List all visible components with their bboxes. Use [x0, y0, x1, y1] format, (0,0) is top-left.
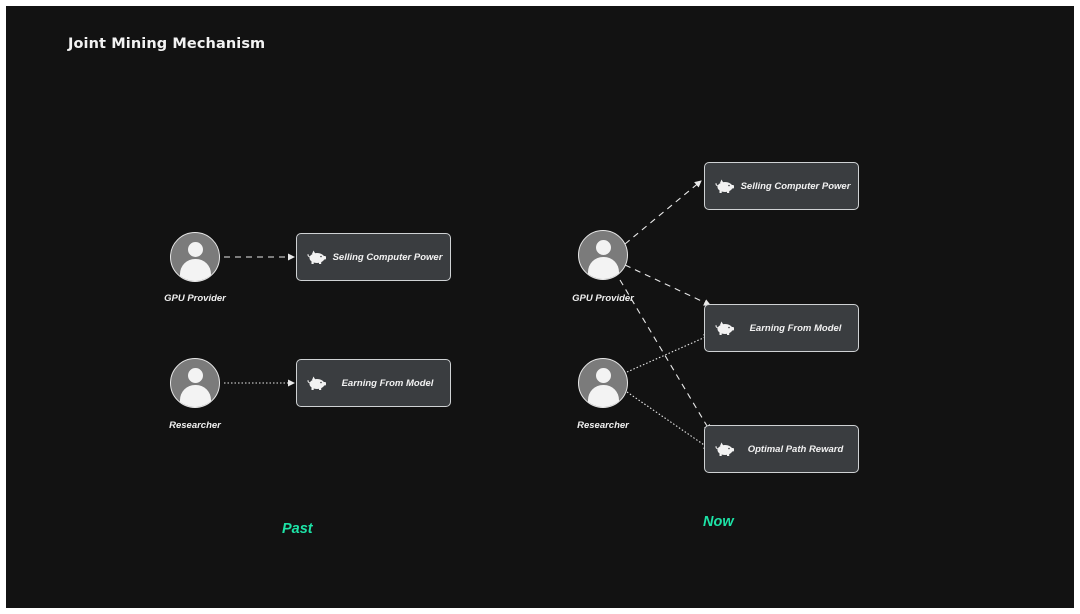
diagram-title: Joint Mining Mechanism [68, 36, 266, 52]
now-gpu-to-selling-arrow [624, 180, 702, 245]
past-label: Past [282, 521, 313, 537]
now-selling-computer-power-box: Selling Computer Power [704, 162, 859, 210]
diagram-canvas: Joint Mining Mechanism GPU Provider Rese… [6, 6, 1074, 608]
now-researcher-avatar-icon [578, 358, 628, 408]
past-gpu-provider-label: GPU Provider [164, 293, 226, 304]
piggy-bank-icon [715, 179, 734, 193]
connector-layer [224, 180, 711, 450]
now-researcher-to-earning-arrow [626, 334, 711, 373]
past-earning-from-model-label: Earning From Model [341, 377, 434, 389]
past-researcher-avatar-icon [170, 358, 220, 408]
piggy-bank-icon [307, 376, 326, 390]
now-gpu-to-reward-arrow [619, 279, 711, 432]
now-gpu-provider-avatar-icon [578, 230, 628, 280]
now-gpu-provider-label: GPU Provider [572, 293, 634, 304]
now-earning-from-model-label: Earning From Model [749, 322, 842, 334]
now-selling-computer-power-label: Selling Computer Power [740, 180, 851, 192]
now-earning-from-model-box: Earning From Model [704, 304, 859, 352]
past-researcher-label: Researcher [169, 420, 221, 431]
past-selling-computer-power-box: Selling Computer Power [296, 233, 451, 281]
past-gpu-provider-avatar-icon [170, 232, 220, 282]
now-researcher-to-reward-arrow [626, 391, 711, 450]
piggy-bank-icon [307, 250, 326, 264]
now-label: Now [703, 514, 734, 530]
piggy-bank-icon [715, 442, 734, 456]
now-researcher-label: Researcher [577, 420, 629, 431]
now-optimal-path-reward-box: Optimal Path Reward [704, 425, 859, 473]
now-optimal-path-reward-label: Optimal Path Reward [747, 443, 844, 455]
piggy-bank-icon [715, 321, 734, 335]
past-earning-from-model-box: Earning From Model [296, 359, 451, 407]
now-gpu-to-earning-arrow [624, 264, 711, 306]
past-selling-computer-power-label: Selling Computer Power [332, 251, 443, 263]
